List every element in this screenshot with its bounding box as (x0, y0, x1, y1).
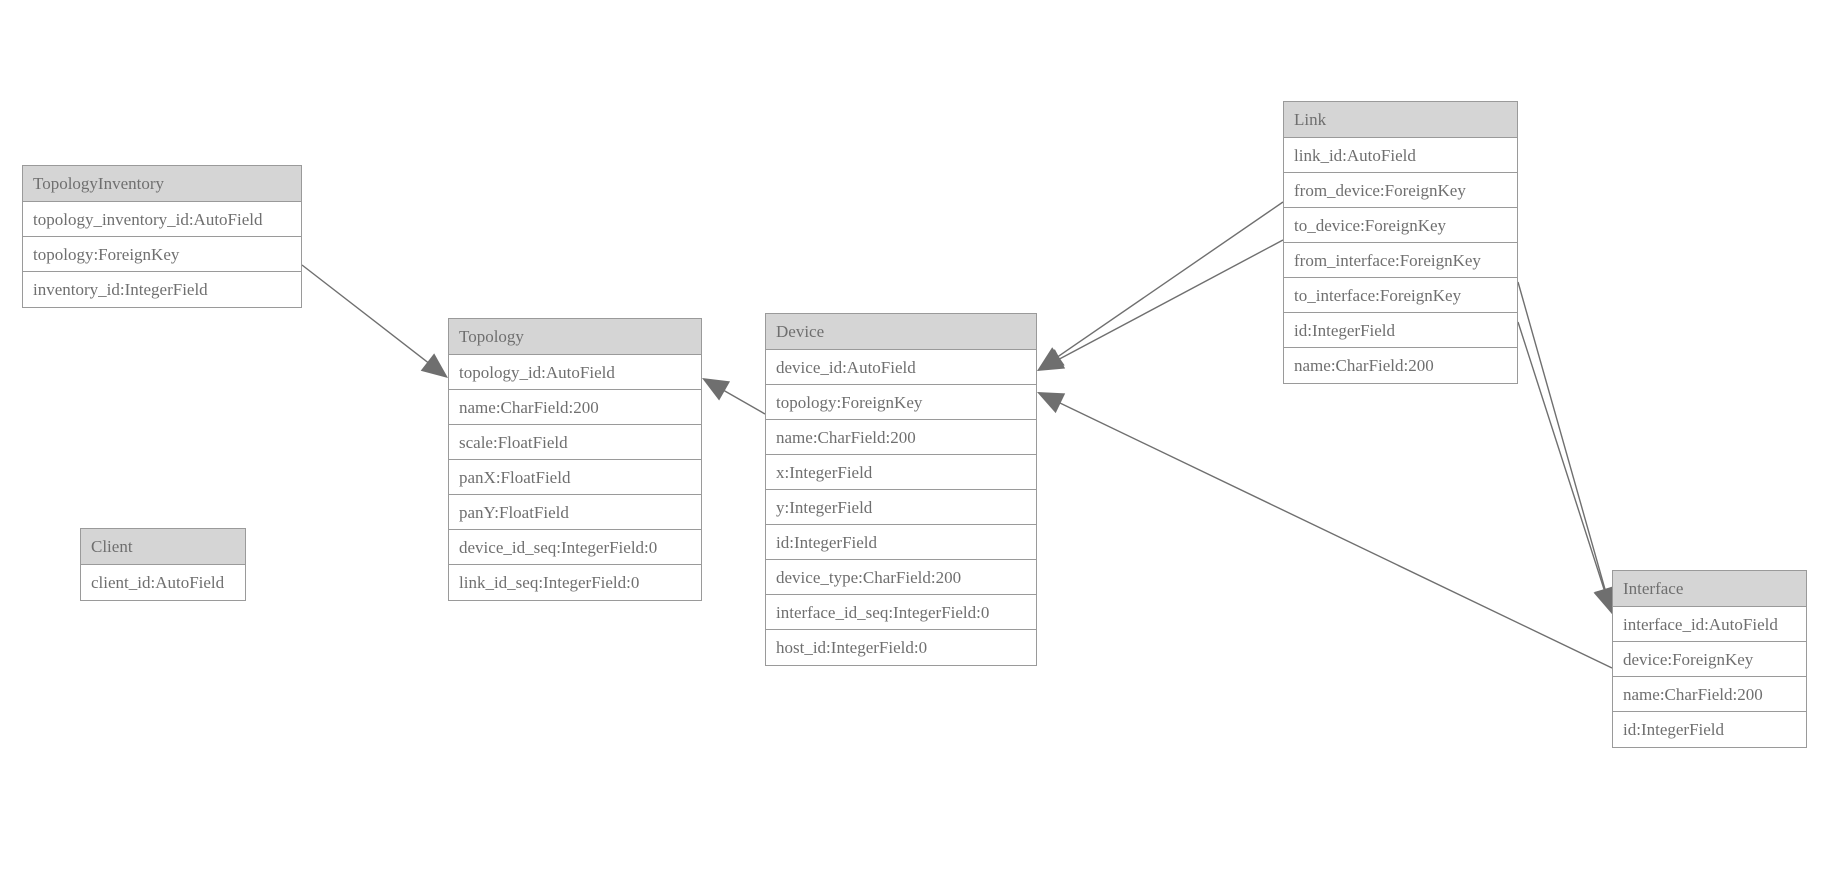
field-row: to_device:ForeignKey (1284, 208, 1517, 243)
field-row: host_id:IntegerField:0 (776, 638, 928, 657)
field-row: from_device:ForeignKey (1284, 173, 1517, 208)
field-row: name:CharField:200 (1294, 356, 1434, 375)
entity-title-interface: Interface (1613, 571, 1806, 607)
edge-interface-device (1037, 392, 1613, 669)
edge-arrowhead (420, 353, 448, 378)
field-row: id:IntegerField (1284, 313, 1517, 348)
edge-arrowhead (702, 378, 731, 401)
field-row: name:CharField:200 (766, 420, 1036, 455)
field-row: id:IntegerField (1623, 720, 1725, 739)
entity-title-topologyinventory: TopologyInventory (23, 166, 301, 202)
field-row: panY:FloatField (449, 495, 701, 530)
field-row: topology:ForeignKey (23, 237, 301, 272)
field-row: client_id:AutoField (91, 573, 225, 592)
field-row: id:IntegerField (766, 525, 1036, 560)
field-row: scale:FloatField (449, 425, 701, 460)
field-row: device:ForeignKey (1613, 642, 1806, 677)
edge-device-topology (702, 378, 766, 415)
edge-line (301, 264, 432, 366)
edge-arrowhead (1037, 347, 1065, 371)
edge-link-from_device-device (1037, 201, 1284, 371)
field-row: from_interface:ForeignKey (1284, 243, 1517, 278)
field-row: device_id:AutoField (766, 350, 1036, 385)
edge-arrowhead (1037, 392, 1066, 414)
edge-topologyinventory-topology (301, 264, 448, 378)
field-row: to_interface:ForeignKey (1284, 278, 1517, 313)
edge-link-to_device-device (1037, 239, 1284, 371)
field-row: interface_id:AutoField (1613, 607, 1806, 642)
field-row: interface_id_seq:IntegerField:0 (766, 595, 1036, 630)
field-row: y:IntegerField (766, 490, 1036, 525)
field-row: topology_inventory_id:AutoField (23, 202, 301, 237)
edge-line (1517, 281, 1607, 594)
field-row: link_id:AutoField (1284, 138, 1517, 173)
field-row: x:IntegerField (766, 455, 1036, 490)
field-row: device_type:CharField:200 (766, 560, 1036, 595)
edge-line (720, 388, 766, 415)
edge-arrowhead (1037, 349, 1066, 371)
edge-link-from_interface-interface (1517, 281, 1616, 614)
edge-line (1056, 239, 1284, 362)
entity-client[interactable]: Client client_id:AutoField (80, 528, 246, 601)
entity-title-link: Link (1284, 102, 1517, 138)
field-row: name:CharField:200 (449, 390, 701, 425)
edge-line (1056, 400, 1613, 669)
field-row: name:CharField:200 (1613, 677, 1806, 712)
entity-title-client: Client (81, 529, 245, 565)
entity-fields-client: client_id:AutoField (81, 565, 245, 600)
field-row: link_id_seq:IntegerField:0 (459, 573, 640, 592)
field-row: topology_id:AutoField (449, 355, 701, 390)
edge-line (1517, 321, 1606, 594)
edge-link-to_interface-interface (1517, 321, 1615, 614)
field-row: panX:FloatField (449, 460, 701, 495)
entity-title-device: Device (766, 314, 1036, 350)
field-row: inventory_id:IntegerField (33, 280, 208, 299)
field-row: topology:ForeignKey (766, 385, 1036, 420)
edge-line (1054, 201, 1284, 360)
entity-title-topology: Topology (449, 319, 701, 355)
field-row: device_id_seq:IntegerField:0 (449, 530, 701, 565)
